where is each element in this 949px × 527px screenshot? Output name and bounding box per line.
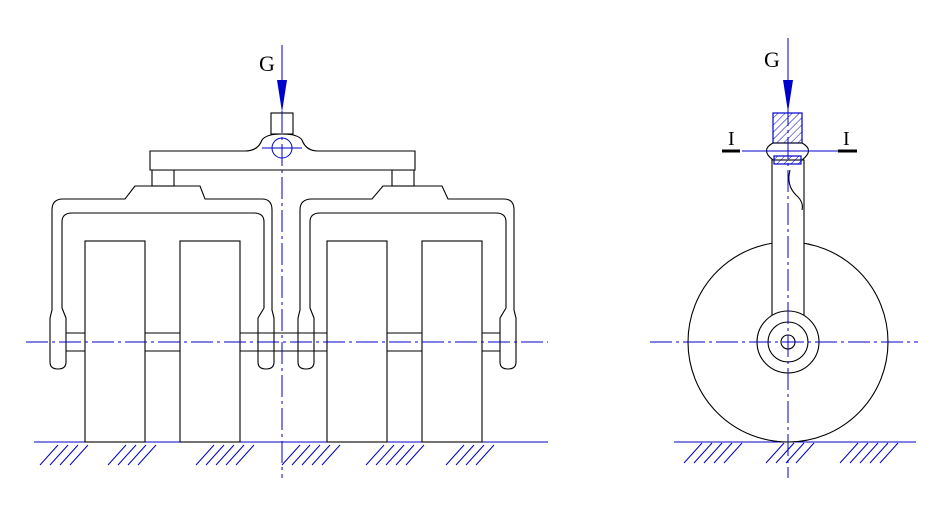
fork-right: [297, 185, 517, 370]
hub-bands-left: [145, 332, 422, 352]
section-label-left: I: [728, 128, 735, 150]
load-label-right: G: [764, 47, 780, 72]
load-arrow-head-right: [783, 80, 793, 112]
ground-hatching-left: [39, 444, 495, 466]
side-view: I I G: [650, 38, 918, 478]
load-arrow-head-left: [277, 80, 287, 112]
fork-left: [49, 185, 275, 370]
section-label-right: I: [843, 128, 850, 150]
fork-post-left: [151, 169, 175, 187]
front-view: G: [26, 45, 548, 478]
break-line: [788, 169, 803, 211]
load-label-left: G: [259, 51, 275, 76]
ground-hatching-right: [683, 442, 899, 464]
fork-post-right: [391, 169, 415, 187]
